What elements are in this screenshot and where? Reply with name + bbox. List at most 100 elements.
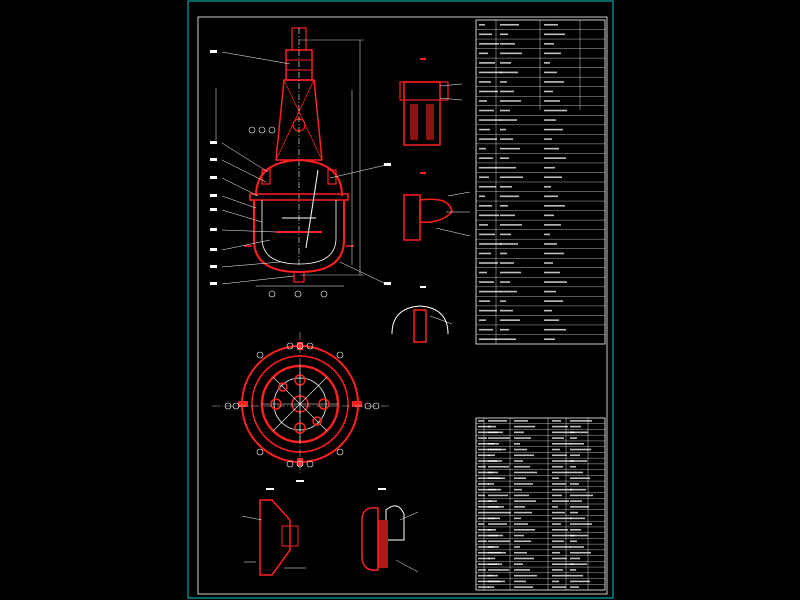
table-cell-text [478,586,489,588]
table-cell-text [500,157,509,159]
table-cell-text [478,494,485,497]
table-cell-text [488,454,495,457]
table-cell-text [544,281,567,283]
table-cell-text [500,195,519,198]
table-cell-text [478,500,492,502]
table-cell-text [500,100,521,102]
table-cell-text [514,574,537,577]
table-cell-text [488,534,503,537]
table-cell-text [500,338,516,341]
table-cell-text [544,119,556,121]
table-cell-text [552,546,571,548]
table-cell-text [514,511,532,514]
table-cell-text [552,511,565,514]
outer-frame [187,0,614,599]
table-cell-text [552,569,563,571]
table-cell-text [488,517,500,520]
table-cell-text [570,494,593,497]
table-cell-text [570,574,583,577]
table-cell-text [514,443,520,445]
table-cell-text [478,569,486,571]
table-cell-text [544,271,560,274]
detail-a-leader [439,83,463,87]
table-cell-text [570,483,579,485]
table-cell-text [479,128,490,131]
table-cell-text [552,506,558,508]
table-cell-text [479,52,488,55]
table-cell-text [488,540,510,543]
table-cell-text [479,243,502,245]
table-cell-text [479,90,498,93]
detail-a-leader [439,97,463,101]
table-cell-text [544,224,561,226]
detail-c-flange [413,309,427,343]
table-cell-text [544,138,552,140]
table-cell-text [544,43,554,45]
table-cell-text [552,557,567,560]
body-flange [249,193,349,201]
table-cell-text [500,319,520,321]
table-cell-text [479,157,493,159]
detail-a-hatch [426,104,434,140]
table-cell-text [514,425,535,428]
table-cell-text [552,431,575,434]
table-cell-text [488,500,497,502]
dip-pipe [305,169,319,249]
top-view-orientation-markers [224,342,380,468]
table-cell-text [478,425,491,428]
table-cell-text [488,586,494,588]
table-cell-text [570,540,577,543]
table-cell-text [544,109,567,112]
table-cell-text [570,563,587,565]
table-cell-text [500,224,522,226]
table-cell-text [479,271,487,274]
table-cell-text [479,43,499,45]
table-cell-text [500,243,518,245]
table-cell-text [478,546,494,548]
detail-c-label-mark [420,286,426,288]
table-cell-text [514,563,523,565]
table-cell-text [500,23,519,26]
table-cell-text [544,166,555,169]
table-cell-text [478,523,484,525]
table-cell-text [544,338,555,341]
table-cell-text [479,109,494,112]
table-cell-text [544,252,564,255]
table-cell-text [479,138,497,140]
vessel-inner-wall [261,200,337,265]
table-cell-text [479,281,494,283]
table-cell-text [500,309,513,312]
table-cell-text [488,443,499,445]
table-cell-text [544,157,566,159]
table-cell-text [514,517,521,520]
bottom-outlet [293,271,305,283]
table-cell-text [479,262,498,264]
table-cell-text [479,319,486,321]
table-cell-text [552,551,560,554]
table-cell-text [552,580,559,583]
table-cell-text [544,205,565,207]
detail-view-b [403,172,471,241]
table-cell-text [479,23,485,26]
table-cell-text [552,465,563,468]
table-cell-text [479,252,491,255]
table-cell-text [570,420,592,422]
table-cell-text [544,214,554,217]
table-cell-text [514,465,530,468]
table-cell-text [488,431,503,434]
table-cell-text [570,534,588,537]
table-cell-text [544,328,566,331]
table-cell-text [478,471,493,474]
inner-frame [197,16,608,595]
table-cell-text [552,437,564,439]
table-cell-text [544,309,552,312]
lower-parts-table [475,417,606,591]
table-cell-text [552,425,568,428]
table-cell-text [488,448,506,451]
part-number-marks [210,50,391,285]
table-cell-text [500,119,517,121]
main-elevation-view [210,27,391,298]
detail-c-leader [429,315,453,325]
table-cell-text [570,437,577,439]
table-cell-text [544,71,557,74]
